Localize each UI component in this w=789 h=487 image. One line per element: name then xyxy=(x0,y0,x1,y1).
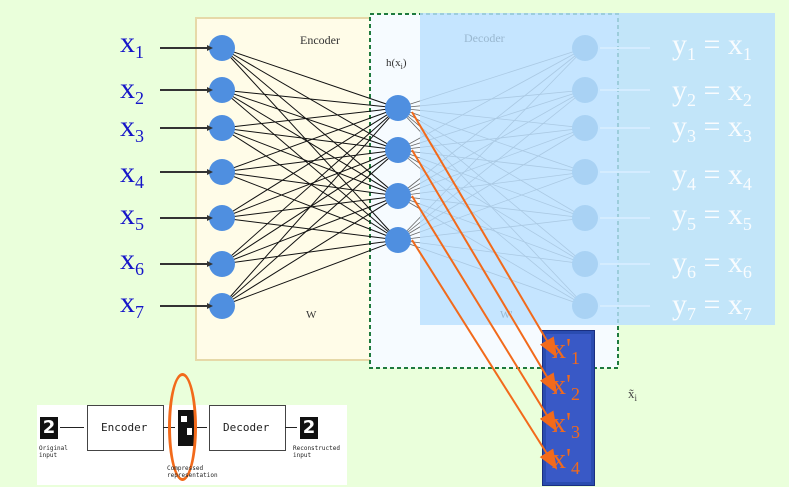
input-node-5 xyxy=(209,205,235,231)
output-node-7 xyxy=(572,293,598,319)
encoder-edge xyxy=(221,127,399,197)
input-arrowhead-2 xyxy=(207,87,213,93)
output-label-1: y1 = x1 xyxy=(672,28,752,64)
encoder-edge xyxy=(221,149,399,173)
input-arrowhead-3 xyxy=(207,125,213,131)
latent-arrow-3 xyxy=(411,195,558,432)
input-label-x2: x2 xyxy=(120,72,144,108)
network-nodes xyxy=(209,35,411,319)
input-label-x5: x5 xyxy=(120,198,144,234)
mini-decoder-box xyxy=(209,405,286,451)
mini-arrow-1 xyxy=(60,427,84,428)
encoder-edge xyxy=(221,47,399,109)
encoder-edge xyxy=(221,127,399,151)
mini-encoder-label: Encoder xyxy=(101,421,148,434)
latent-arrow-1 xyxy=(411,111,558,358)
input-label-x1: x1 xyxy=(120,26,144,62)
encoder-edge xyxy=(221,149,399,219)
output-vector-label: x̃i xyxy=(628,386,638,403)
input-node-3 xyxy=(209,115,235,141)
encoder-title: Encoder xyxy=(300,33,340,47)
input-label-x3: x3 xyxy=(120,110,144,146)
decoder-title: Decoder xyxy=(464,31,505,45)
mini-encoder-box xyxy=(87,405,164,451)
input-node-7 xyxy=(209,293,235,319)
encoder-edge xyxy=(221,89,399,241)
mini-arrow-4 xyxy=(285,427,297,428)
output-label-4: y4 = x4 xyxy=(672,158,752,194)
input-arrows xyxy=(160,45,213,309)
output-node-4 xyxy=(572,159,598,185)
encoder-edge xyxy=(221,107,399,265)
encoder-edge xyxy=(221,47,399,241)
output-node-2 xyxy=(572,77,598,103)
decoder-nodes xyxy=(572,35,650,319)
hidden-node-3 xyxy=(385,183,411,209)
encoder-edge xyxy=(221,195,399,265)
input-arrowhead-1 xyxy=(207,45,213,51)
input-arrowhead-7 xyxy=(207,303,213,309)
mini-decoder-label: Decoder xyxy=(223,421,270,434)
encoder-edge xyxy=(221,107,399,173)
mini-reconstructed-digit: 2 xyxy=(300,417,318,439)
input-arrowhead-6 xyxy=(207,261,213,267)
encoder-edge xyxy=(221,171,399,241)
output-node-5 xyxy=(572,205,598,231)
output-label-2: y2 = x2 xyxy=(672,74,752,110)
encoder-edge xyxy=(221,195,399,307)
hidden-label: h(xi) xyxy=(386,57,407,71)
encoder-edge xyxy=(221,107,399,129)
input-label-x4: x4 xyxy=(120,156,144,192)
mini-original-digit: 2 xyxy=(40,417,58,439)
encoder-edge xyxy=(221,107,399,307)
input-node-4 xyxy=(209,159,235,185)
weight-label: W xyxy=(306,309,317,321)
output-node-1 xyxy=(572,35,598,61)
mini-code-highlight xyxy=(168,373,197,481)
output-label-7: y7 = x7 xyxy=(672,288,752,324)
input-label-x6: x6 xyxy=(120,243,144,279)
output-node-3 xyxy=(572,115,598,141)
input-node-6 xyxy=(209,251,235,277)
output-label-6: y6 = x6 xyxy=(672,246,752,282)
output-label-5: y5 = x5 xyxy=(672,198,752,234)
encoder-edge xyxy=(221,149,399,307)
encoder-edge xyxy=(221,89,399,197)
mini-arrow-3 xyxy=(197,427,207,428)
latent-arrow-2 xyxy=(411,149,558,394)
input-node-2 xyxy=(209,77,235,103)
output-label-3: y3 = x3 xyxy=(672,110,752,146)
latent-arrow-4 xyxy=(411,239,558,470)
encoder-edge xyxy=(221,107,399,219)
hidden-node-1 xyxy=(385,95,411,121)
output-node-6 xyxy=(572,251,598,277)
encoder-edge xyxy=(221,89,399,151)
encoder-edge xyxy=(221,47,399,197)
encoder-edge xyxy=(221,239,399,307)
hidden-node-2 xyxy=(385,137,411,163)
input-label-x7: x7 xyxy=(120,286,144,322)
hidden-node-4 xyxy=(385,227,411,253)
input-node-1 xyxy=(209,35,235,61)
encoder-edge xyxy=(221,89,399,109)
input-arrowhead-4 xyxy=(207,169,213,175)
input-arrowhead-5 xyxy=(207,215,213,221)
encoder-edge xyxy=(221,217,399,241)
encoder-edge xyxy=(221,239,399,265)
